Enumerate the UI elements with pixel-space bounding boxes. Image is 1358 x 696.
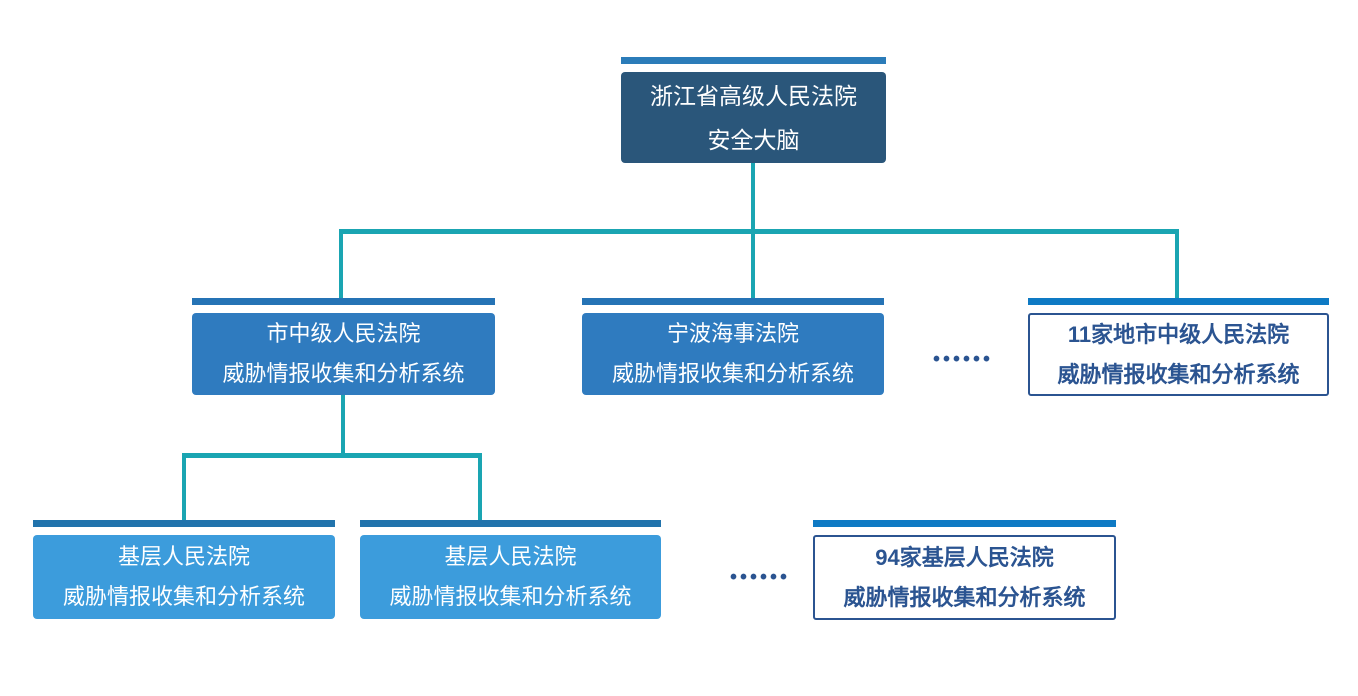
node-box: 基层人民法院 威胁情报收集和分析系统	[33, 535, 335, 619]
node-grassroots-court-1: 基层人民法院 威胁情报收集和分析系统	[33, 520, 335, 619]
ellipsis-level3: ••••••	[729, 566, 791, 589]
node-subtitle-line: 威胁情报收集和分析系统	[843, 584, 1086, 610]
accent-bar	[582, 298, 884, 305]
ellipsis-level2: ••••••	[932, 348, 994, 371]
node-provincial-high-court: 浙江省高级人民法院 安全大脑	[621, 57, 886, 163]
accent-bar	[621, 57, 886, 64]
node-11-intermediate-courts: 11家地市中级人民法院 威胁情报收集和分析系统	[1028, 298, 1329, 396]
bar-gap	[192, 305, 495, 313]
node-title-line: 宁波海事法院	[666, 321, 799, 346]
bar-gap	[33, 527, 335, 535]
node-subtitle-line: 威胁情报收集和分析系统	[389, 584, 632, 609]
node-box: 11家地市中级人民法院 威胁情报收集和分析系统	[1028, 313, 1329, 396]
node-grassroots-court-2: 基层人民法院 威胁情报收集和分析系统	[360, 520, 661, 619]
node-subtitle-line: 威胁情报收集和分析系统	[1057, 361, 1300, 387]
node-box: 94家基层人民法院 威胁情报收集和分析系统	[813, 535, 1116, 620]
accent-bar	[360, 520, 661, 527]
bar-gap	[1028, 305, 1329, 313]
bar-gap	[360, 527, 661, 535]
node-intermediate-court: 市中级人民法院 威胁情报收集和分析系统	[192, 298, 495, 395]
node-subtitle-line: 安全大脑	[707, 126, 800, 153]
bar-gap	[621, 64, 886, 72]
node-ningbo-maritime-court: 宁波海事法院 威胁情报收集和分析系统	[582, 298, 884, 395]
node-title-line: 11家地市中级人民法院	[1067, 321, 1290, 347]
node-title-line: 市中级人民法院	[266, 321, 421, 346]
accent-bar	[192, 298, 495, 305]
node-box: 基层人民法院 威胁情报收集和分析系统	[360, 535, 661, 619]
accent-bar	[813, 520, 1116, 527]
node-subtitle-line: 威胁情报收集和分析系统	[62, 584, 305, 609]
node-94-grassroots-courts: 94家基层人民法院 威胁情报收集和分析系统	[813, 520, 1116, 620]
node-title-line: 基层人民法院	[444, 544, 577, 569]
bar-gap	[582, 305, 884, 313]
node-title-line: 浙江省高级人民法院	[650, 82, 857, 109]
node-subtitle-line: 威胁情报收集和分析系统	[222, 361, 465, 386]
node-subtitle-line: 威胁情报收集和分析系统	[611, 361, 854, 386]
node-title-line: 基层人民法院	[117, 544, 250, 569]
node-box: 浙江省高级人民法院 安全大脑	[621, 72, 886, 163]
node-title-line: 94家基层人民法院	[875, 544, 1054, 570]
node-box: 市中级人民法院 威胁情报收集和分析系统	[192, 313, 495, 395]
bar-gap	[813, 527, 1116, 535]
accent-bar	[33, 520, 335, 527]
node-box: 宁波海事法院 威胁情报收集和分析系统	[582, 313, 884, 395]
accent-bar	[1028, 298, 1329, 305]
